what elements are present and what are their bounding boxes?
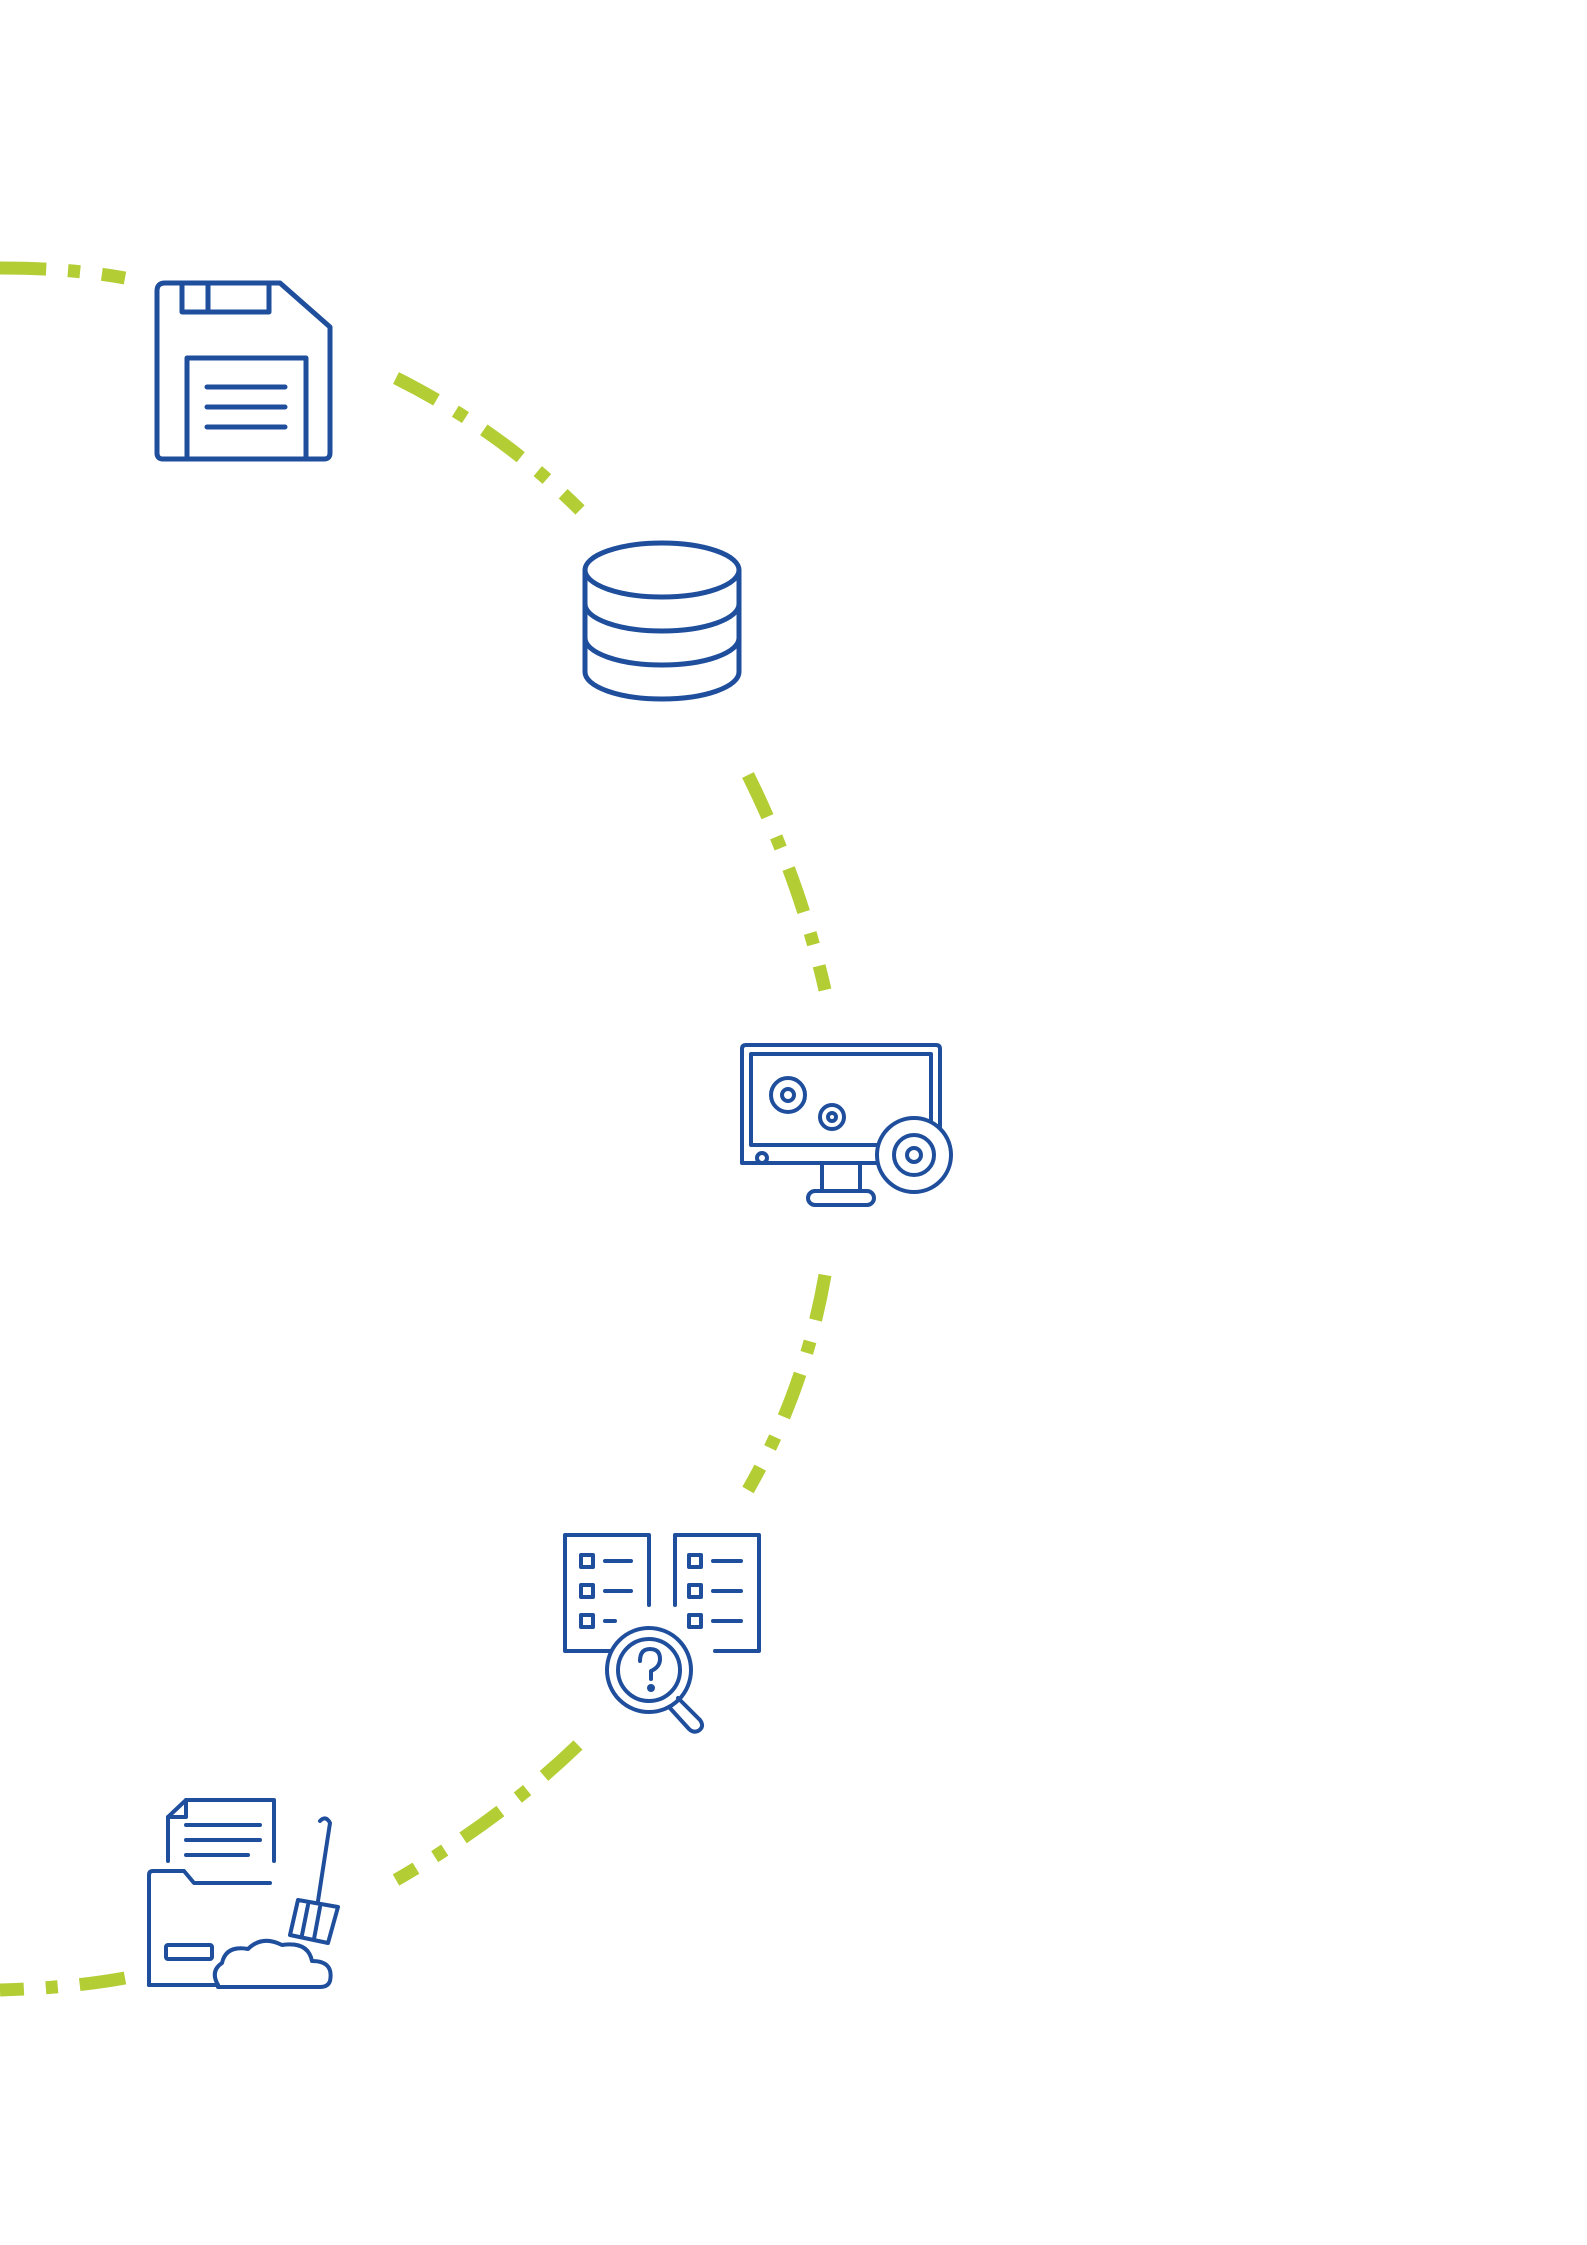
document-fold [166,1798,188,1819]
floppy-disk-icon [154,280,333,462]
checklist-right-panel [673,1533,761,1653]
connector-database-to-monitor [742,772,832,992]
floppy-body [154,280,333,462]
folder-label [164,1943,214,1961]
database-layer-3 [582,635,742,702]
floppy-label [184,355,309,462]
monitor-power-dot [755,1151,769,1165]
floppy-shutter [179,280,272,315]
checkbox-icon [687,1553,703,1569]
gear-icon [818,1103,846,1131]
connector-save-to-database [393,372,585,515]
database-top [582,540,742,600]
checkbox-icon [687,1583,703,1599]
folder-cleaning-icon [147,1798,340,1989]
connector-monitor-to-inspect [742,1273,832,1494]
database-layer-2 [582,601,742,668]
connector-arc [0,261,832,1997]
document-sheet [166,1798,276,1863]
checkbox-icon [687,1613,703,1629]
magnifier-icon [605,1626,705,1734]
dust-pile-icon [212,1938,333,1989]
settings-badge-icon [875,1116,953,1194]
checklist-search-icon [563,1533,761,1734]
database-layer-1 [582,567,742,634]
checkbox-icon [579,1613,595,1629]
connector-top-left [0,261,127,285]
monitor-stand [820,1161,862,1193]
connector-inspect-to-clean [392,1740,583,1886]
monitor-settings-icon [740,1043,953,1207]
folder-body [147,1869,272,1987]
checkbox-icon [579,1553,595,1569]
monitor-base [806,1189,876,1207]
broom-icon [288,1816,340,1945]
gear-icon [769,1076,807,1114]
database-icon [582,540,742,702]
checklist-left-panel [563,1533,651,1653]
checkbox-icon [579,1583,595,1599]
question-mark-icon [638,1647,662,1681]
connector-bottom-left [0,1971,127,1997]
